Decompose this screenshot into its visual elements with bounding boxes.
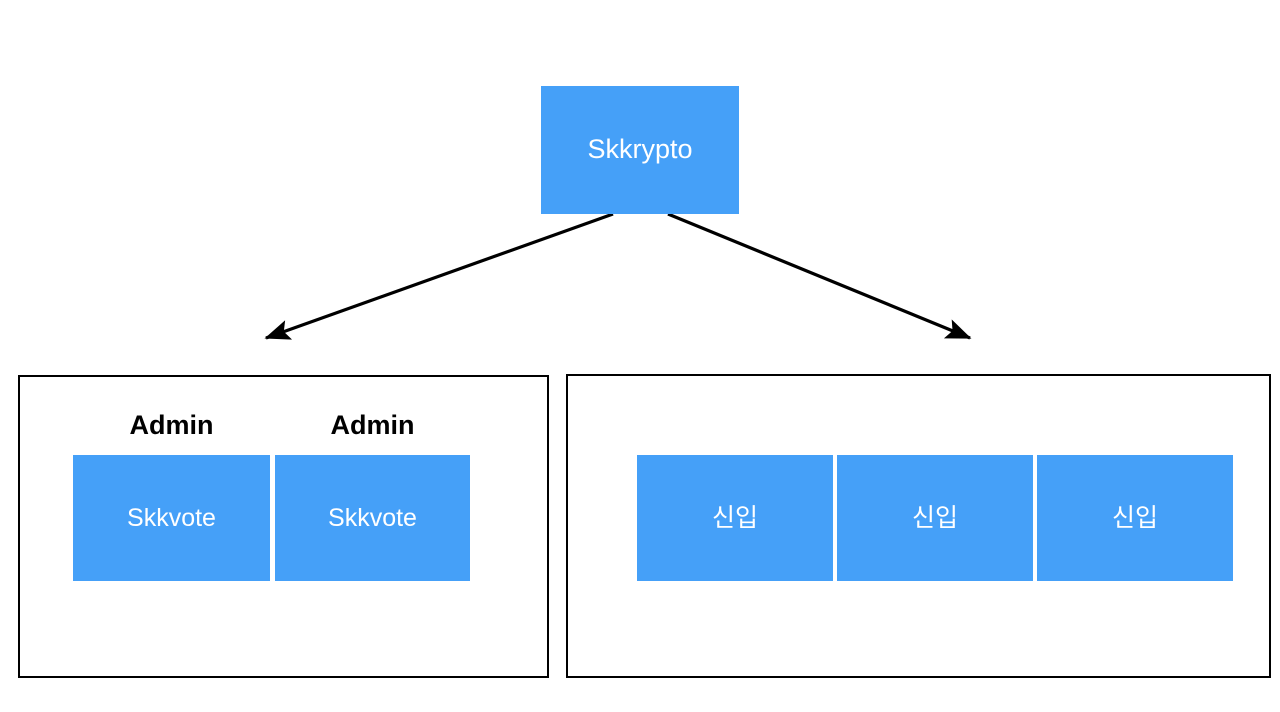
- node-role-label-admin-0: Admin: [129, 410, 214, 440]
- node-label-admin-0: Skkvote: [127, 503, 216, 532]
- node-new-member-1[interactable]: 신입: [837, 455, 1033, 581]
- node-label-new-member-1: 신입: [911, 503, 958, 532]
- node-label-admin-1: Skkvote: [328, 503, 417, 532]
- node-label-new-member-2: 신입: [1111, 503, 1158, 532]
- root-node-skkrypto[interactable]: Skkrypto: [541, 86, 739, 214]
- node-admin-skkvote-0[interactable]: Skkvote: [73, 455, 270, 581]
- node-new-member-2[interactable]: 신입: [1037, 455, 1233, 581]
- node-new-member-0[interactable]: 신입: [637, 455, 833, 581]
- node-role-label-admin-1: Admin: [330, 410, 415, 440]
- root-node-label: Skkrypto: [587, 134, 693, 165]
- node-label-new-member-0: 신입: [711, 503, 758, 532]
- node-admin-skkvote-1[interactable]: Skkvote: [275, 455, 470, 581]
- arrow-root-to-admin-group: [264, 212, 614, 340]
- arrow-root-to-new-group: [667, 212, 972, 340]
